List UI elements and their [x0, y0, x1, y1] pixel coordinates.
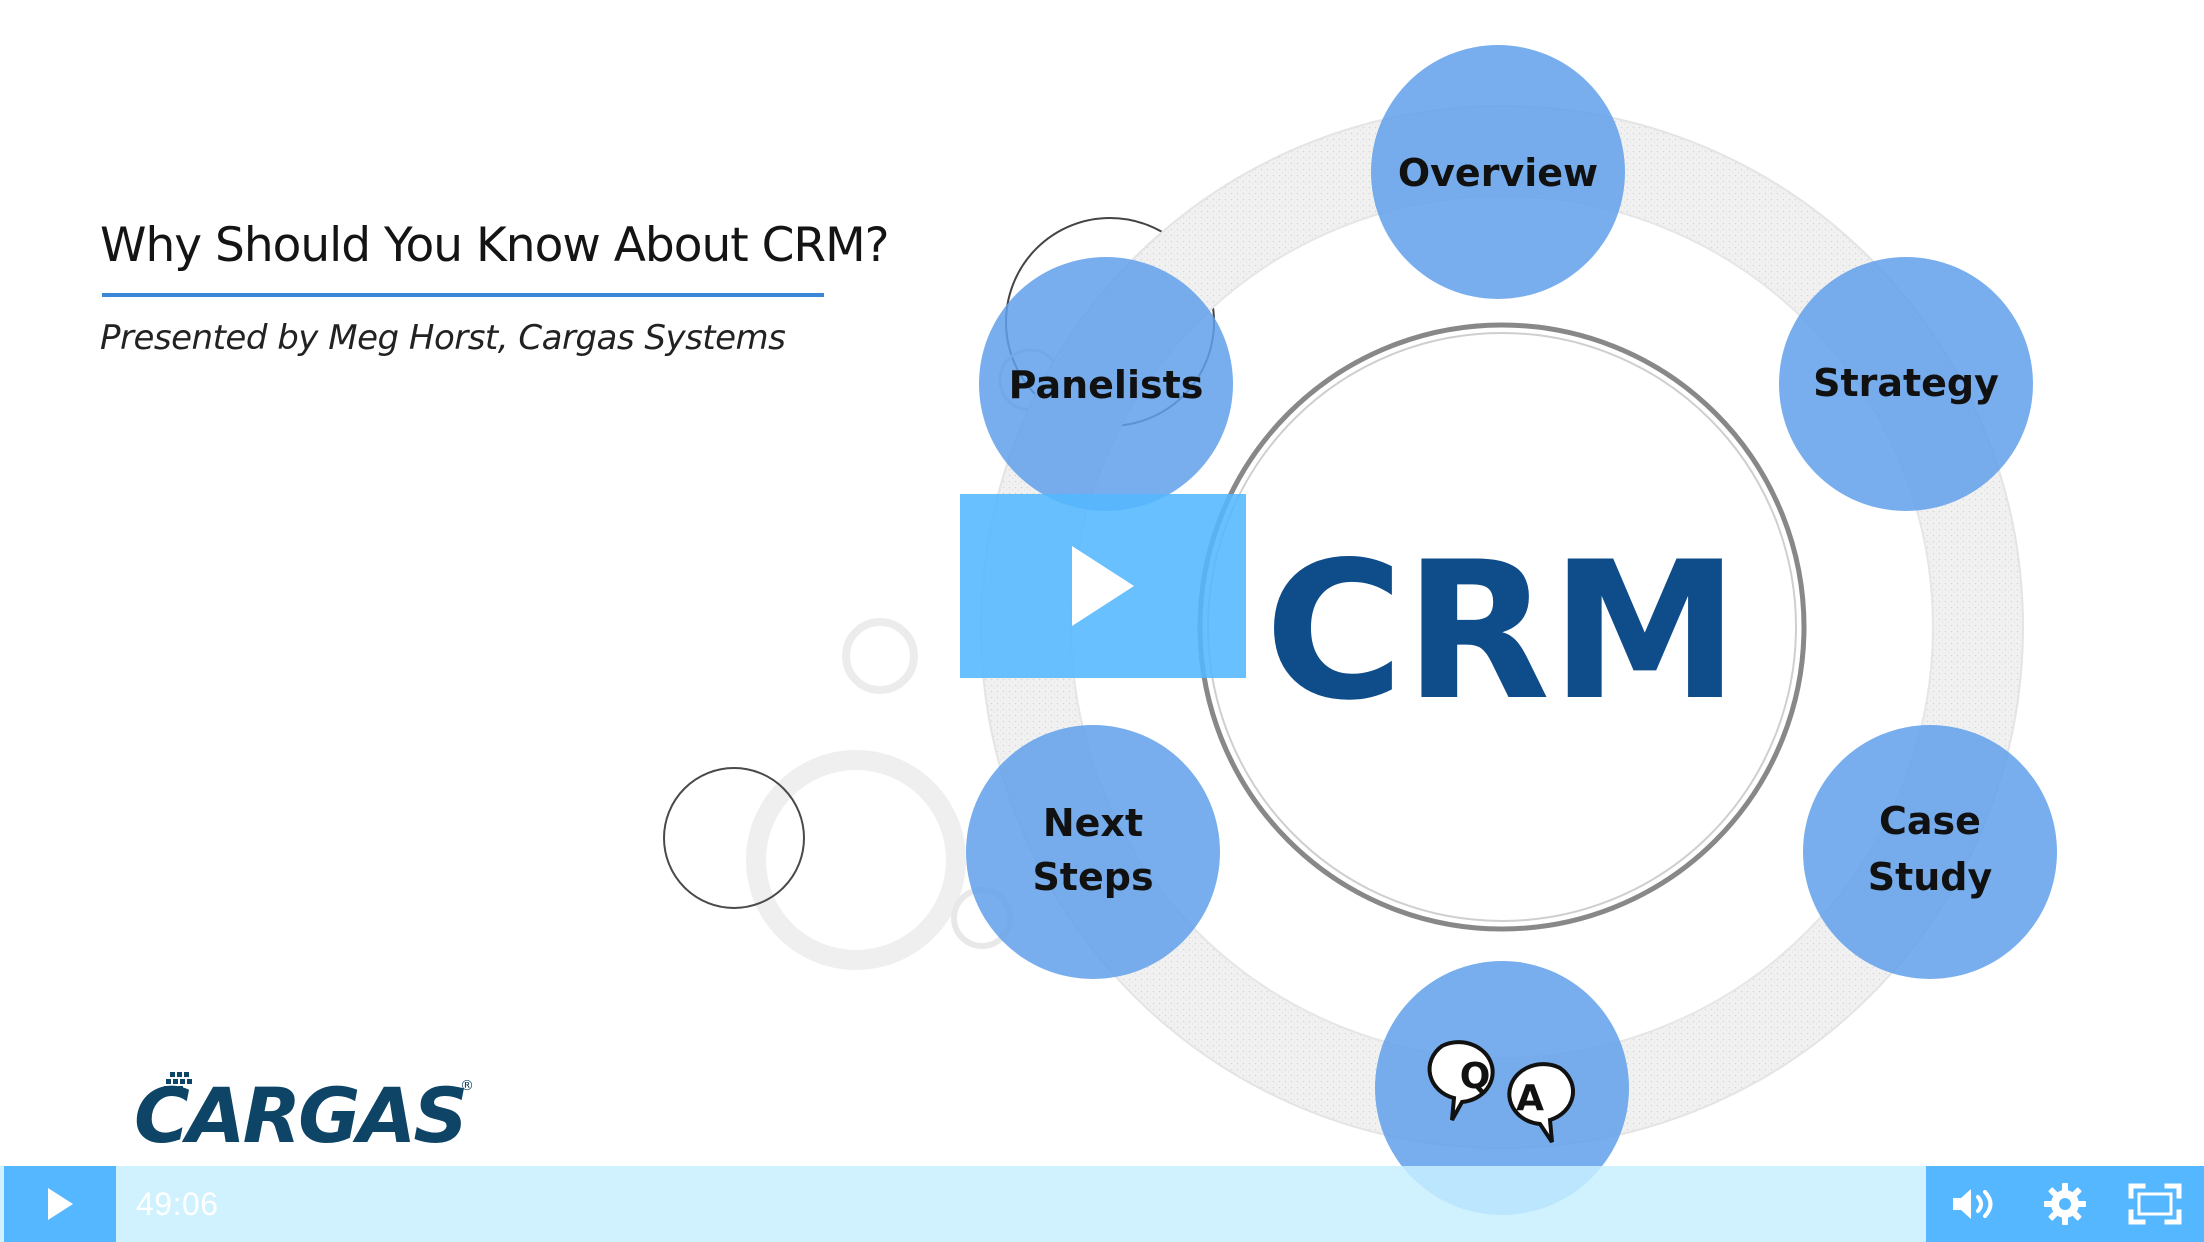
node-case-study: Case Study [1803, 725, 2057, 979]
node-case-study-label-1: Case [1879, 799, 1981, 843]
qa-q: Q [1460, 1056, 1491, 1097]
volume-button[interactable] [1940, 1169, 2010, 1239]
node-case-study-label-2: Study [1868, 855, 1993, 899]
time-readout: 49:06 [136, 1186, 219, 1222]
settings-button[interactable] [2030, 1169, 2100, 1239]
node-qa: Q A [1375, 961, 1629, 1215]
node-strategy-label: Strategy [1813, 361, 1999, 405]
node-next-steps-label-2: Steps [1032, 855, 1153, 899]
big-play-button[interactable] [960, 494, 1246, 678]
node-next-steps-label-1: Next [1043, 801, 1143, 845]
logo-text: CARGAS [134, 1071, 465, 1148]
fullscreen-button[interactable] [2120, 1169, 2190, 1239]
control-bar-right [1926, 1166, 2204, 1242]
node-panelists: Panelists [979, 257, 1233, 511]
slide-title: Why Should You Know About CRM? [100, 218, 890, 273]
play-button[interactable] [4, 1166, 116, 1242]
play-icon [1072, 546, 1134, 626]
slide-subtitle: Presented by Meg Horst, Cargas Systems [100, 318, 786, 358]
node-strategy: Strategy [1779, 257, 2033, 511]
node-panelists-label: Panelists [1009, 363, 1204, 407]
crm-center-label: CRM [1265, 521, 1740, 742]
logo-dots [164, 1072, 192, 1091]
node-overview-label: Overview [1398, 151, 1598, 195]
node-next-steps: Next Steps [966, 725, 1220, 979]
gear-icon [2044, 1183, 2086, 1225]
control-bar: 49:06 [0, 1166, 2204, 1242]
play-icon [48, 1188, 73, 1220]
volume-icon [1953, 1189, 1993, 1219]
qa-a: A [1516, 1078, 1544, 1119]
progress-scrubber[interactable] [116, 1166, 1926, 1242]
cargas-logo: CARGAS ® [134, 1071, 474, 1148]
logo-registered-mark: ® [460, 1078, 474, 1094]
node-overview: Overview [1371, 45, 1625, 299]
title-underline [102, 293, 824, 297]
fullscreen-icon [2128, 1183, 2182, 1225]
qa-icon: Q A [1427, 1040, 1575, 1144]
